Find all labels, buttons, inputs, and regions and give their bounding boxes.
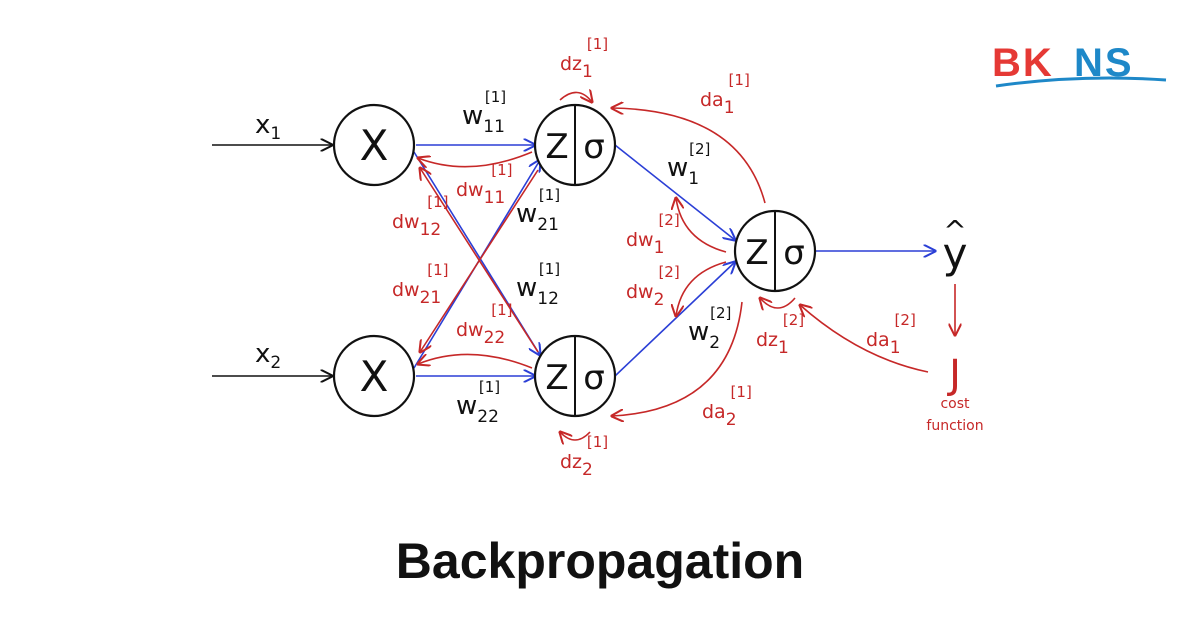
edge-w2-2	[614, 262, 735, 377]
arrow-dz2-1	[560, 432, 591, 440]
label-w12: w12[1]	[516, 260, 560, 309]
label-dw2-2: dw2[2]	[626, 263, 680, 310]
svg-text:BK: BK	[992, 41, 1054, 85]
label-dw11: dw11[1]	[456, 161, 513, 208]
label-dw22: dw22[1]	[456, 301, 513, 348]
backward-edges	[418, 92, 955, 440]
label-da1-1: da1[1]	[700, 71, 750, 118]
label-w22: w22[1]	[456, 378, 500, 427]
arrow-dw21	[420, 169, 539, 352]
label-cost-caption-2: function	[926, 418, 983, 434]
label-w2-2: w2[2]	[688, 304, 731, 353]
label-dw21: dw21[1]	[392, 261, 449, 308]
hidden-neuron-2-z: Z	[545, 358, 568, 398]
hidden-neuron-1-sigma: σ	[583, 127, 605, 167]
input-node-2: X	[332, 334, 416, 418]
label-da1-2: da1[2]	[866, 311, 916, 358]
label-cost-j: J	[946, 352, 961, 398]
arrow-dw22	[418, 353, 533, 369]
label-x1: x1	[255, 110, 281, 144]
hidden-neuron-1: Z σ	[533, 103, 617, 187]
label-w11: w11[1]	[462, 88, 506, 137]
edge-w1-2	[614, 144, 735, 240]
label-dz1-2: dz1[2]	[756, 311, 804, 358]
label-da2-1: da2[1]	[702, 383, 752, 430]
input-node-1-mark: X	[360, 121, 389, 170]
arrow-dw11	[418, 151, 533, 167]
output-neuron: Z σ	[733, 209, 817, 293]
hidden-neuron-2: Z σ	[533, 334, 617, 418]
label-cost-caption-1: cost	[940, 396, 970, 412]
input-node-2-mark: X	[360, 352, 389, 401]
output-neuron-z: Z	[745, 233, 768, 273]
arrow-da1-2	[800, 305, 929, 373]
output-neuron-sigma: σ	[783, 233, 805, 273]
arrow-dz1-1	[559, 92, 592, 102]
arrow-dw2-2	[676, 261, 727, 316]
arrow-dz1-2	[760, 298, 796, 308]
bkns-logo: BK NS	[992, 41, 1167, 88]
hidden-neuron-2-sigma: σ	[583, 358, 605, 398]
label-y-hat-caret: ^	[943, 214, 966, 247]
label-dw1-2: dw1[2]	[626, 211, 680, 258]
hidden-neuron-1-z: Z	[545, 127, 568, 167]
label-w21: w21[1]	[516, 186, 560, 235]
arrow-dw1-2	[676, 198, 727, 253]
arrow-da2-1	[612, 301, 743, 416]
label-x2: x2	[255, 339, 281, 373]
label-w1-2: w1[2]	[667, 140, 710, 189]
label-y-hat: y	[943, 229, 968, 278]
label-dw12: dw12[1]	[392, 193, 449, 240]
input-node-1: X	[332, 103, 416, 187]
page-title: Backpropagation	[395, 533, 805, 589]
label-dz2-1: dz2[1]	[560, 433, 608, 480]
label-dz1-1: dz1[1]	[560, 35, 608, 82]
arrow-da1-1	[612, 108, 766, 204]
input-arrows	[212, 145, 332, 376]
